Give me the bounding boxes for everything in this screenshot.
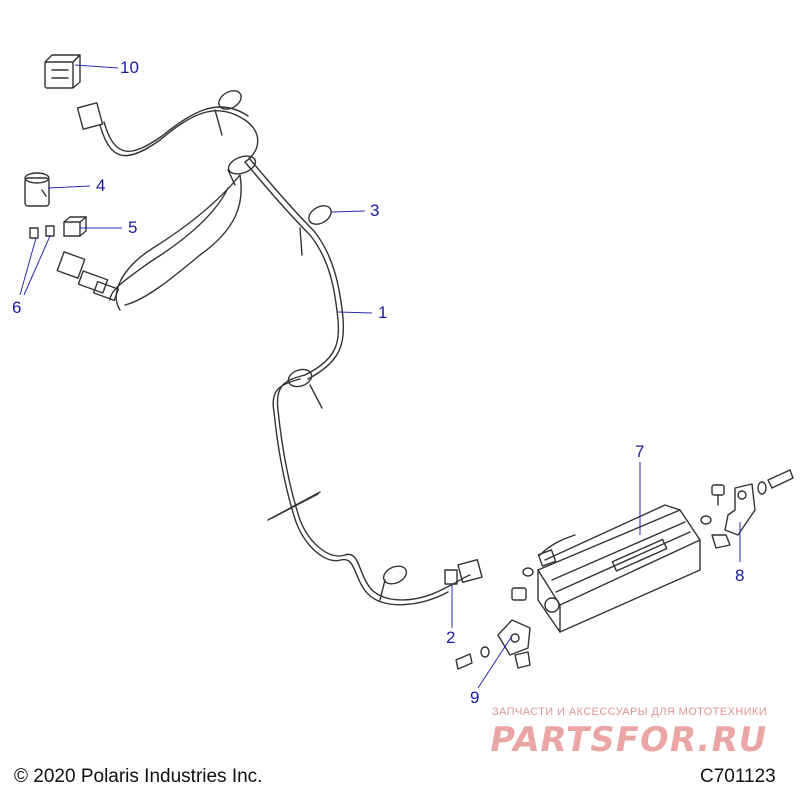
part-9-bracket-left [455,567,534,670]
callout-7: 7 [635,442,645,461]
callout-1: 1 [378,303,388,322]
wiring-harness [99,106,471,606]
part-7-light-bar [537,504,701,633]
part-10-connector [44,54,81,89]
callout-4: 4 [96,176,106,195]
callout-5: 5 [128,218,138,237]
copyright-text: © 2020 Polaris Industries Inc. [14,766,263,787]
figure-code: C701123 [700,766,776,787]
leader-lines [19,64,741,689]
callout-2: 2 [446,628,456,647]
part-8-bracket-right [700,469,794,549]
callout-6: 6 [12,298,22,317]
watermark-logo: PARTSFOR.RU [486,720,771,760]
cable-ties [214,90,408,601]
callout-9: 9 [470,688,480,707]
part-5-relay [63,216,87,237]
harness-connectors [56,102,483,585]
callout-3: 3 [370,201,380,220]
callout-8: 8 [735,566,745,585]
callout-10: 10 [120,58,139,77]
part-4-component [24,172,50,207]
watermark-tagline: ЗАПЧАСТИ И АКСЕССУАРЫ ДЛЯ МОТОТЕХНИКИ [492,706,768,718]
